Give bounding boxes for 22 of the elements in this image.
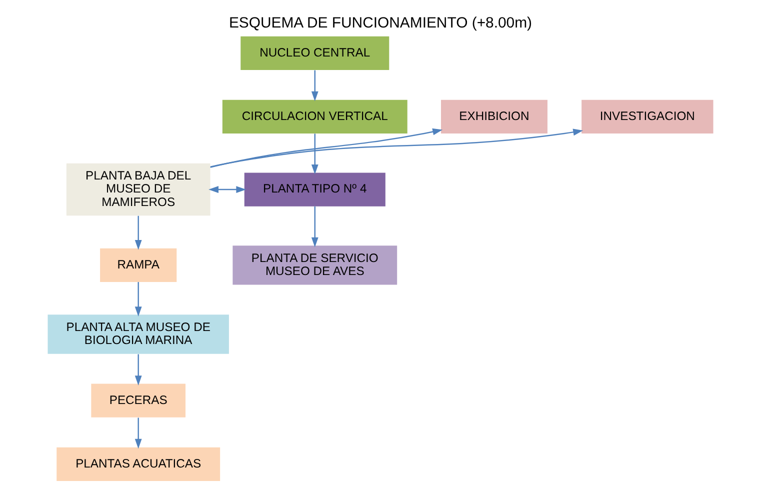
node-box: PLANTA BAJA DEL MUSEO DE MAMIFEROS (66, 163, 210, 216)
arrow (311, 134, 318, 174)
arrow (210, 128, 584, 168)
node-box: EXHIBICION (440, 100, 548, 134)
arrow (210, 128, 443, 168)
arrow (134, 354, 142, 386)
node-box: CIRCULACION VERTICAL (222, 100, 408, 134)
arrow (311, 70, 318, 102)
node-box: PLANTA TIPO Nº 4 (244, 172, 386, 206)
arrow (134, 418, 142, 449)
node-box: NUCLEO CENTRAL (240, 36, 390, 70)
arrow (208, 186, 246, 193)
node-box: PLANTA DE SERVICIO MUSEO DE AVES (232, 246, 398, 285)
node-box: INVESTIGACION (582, 100, 714, 134)
arrow (311, 206, 318, 248)
arrow (134, 282, 142, 317)
node-box: RAMPA (100, 248, 177, 282)
node-box: PLANTAS ACUATICAS (56, 447, 220, 481)
diagram-title: ESQUEMA DE FUNCIONAMIENTO (+8.00m) (228, 14, 532, 32)
node-box: PLANTA ALTA MUSEO DE BIOLOGIA MARINA (48, 314, 229, 354)
arrow (134, 216, 142, 250)
node-box: PECERAS (91, 384, 186, 418)
